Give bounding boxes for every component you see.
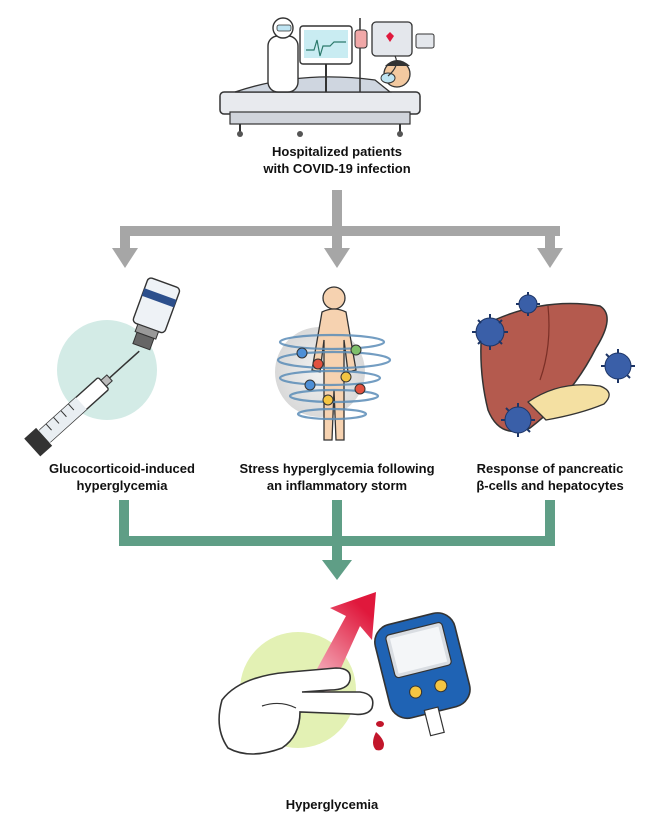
inflammatory-storm-illustration: [275, 286, 392, 441]
cause-label-line2: an inflammatory storm: [266, 478, 408, 493]
hand-icon: [218, 667, 374, 755]
hyperglycemia-illustration: [218, 592, 471, 755]
cause-label-stress: Stress hyperglycemia following an inflam…: [227, 460, 447, 494]
merge-connector: [119, 500, 555, 580]
virus-icon: [601, 349, 635, 383]
top-label-line2: with COVID-19 infection: [263, 161, 411, 176]
top-label: Hospitalized patients with COVID-19 infe…: [217, 143, 457, 177]
cause-label-line1: Glucocorticoid-induced: [49, 461, 195, 476]
virus-icon: [516, 292, 540, 316]
hospital-patient-illustration: [219, 17, 435, 137]
virus-icon: [501, 403, 535, 437]
cause-label-glucocorticoid: Glucocorticoid-induced hyperglycemia: [22, 460, 222, 494]
pancreas-shape: [526, 384, 610, 421]
virus-icon: [472, 314, 508, 350]
arrow-head-center: [324, 248, 350, 268]
arrow-head-left: [112, 248, 138, 268]
cause-label-line1: Stress hyperglycemia following: [239, 461, 435, 476]
outcome-label: Hyperglycemia: [285, 797, 379, 812]
liver-pancreas-virus-illustration: [472, 292, 635, 437]
syringe-vial-illustration: [24, 277, 181, 457]
top-label-line1: Hospitalized patients: [271, 144, 403, 159]
arrow-head-outcome: [322, 560, 352, 580]
cause-label-line2: hyperglycemia: [76, 478, 168, 493]
blood-drop-icon: [373, 732, 384, 751]
cause-label-pancreatic: Response of pancreatic β-cells and hepat…: [450, 460, 650, 494]
glucose-meter-icon: [374, 612, 471, 737]
branch-arrows: [112, 190, 563, 268]
cause-label-line2: β-cells and hepatocytes: [476, 478, 624, 493]
cause-label-line1: Response of pancreatic: [476, 461, 624, 476]
arrow-head-right: [537, 248, 563, 268]
